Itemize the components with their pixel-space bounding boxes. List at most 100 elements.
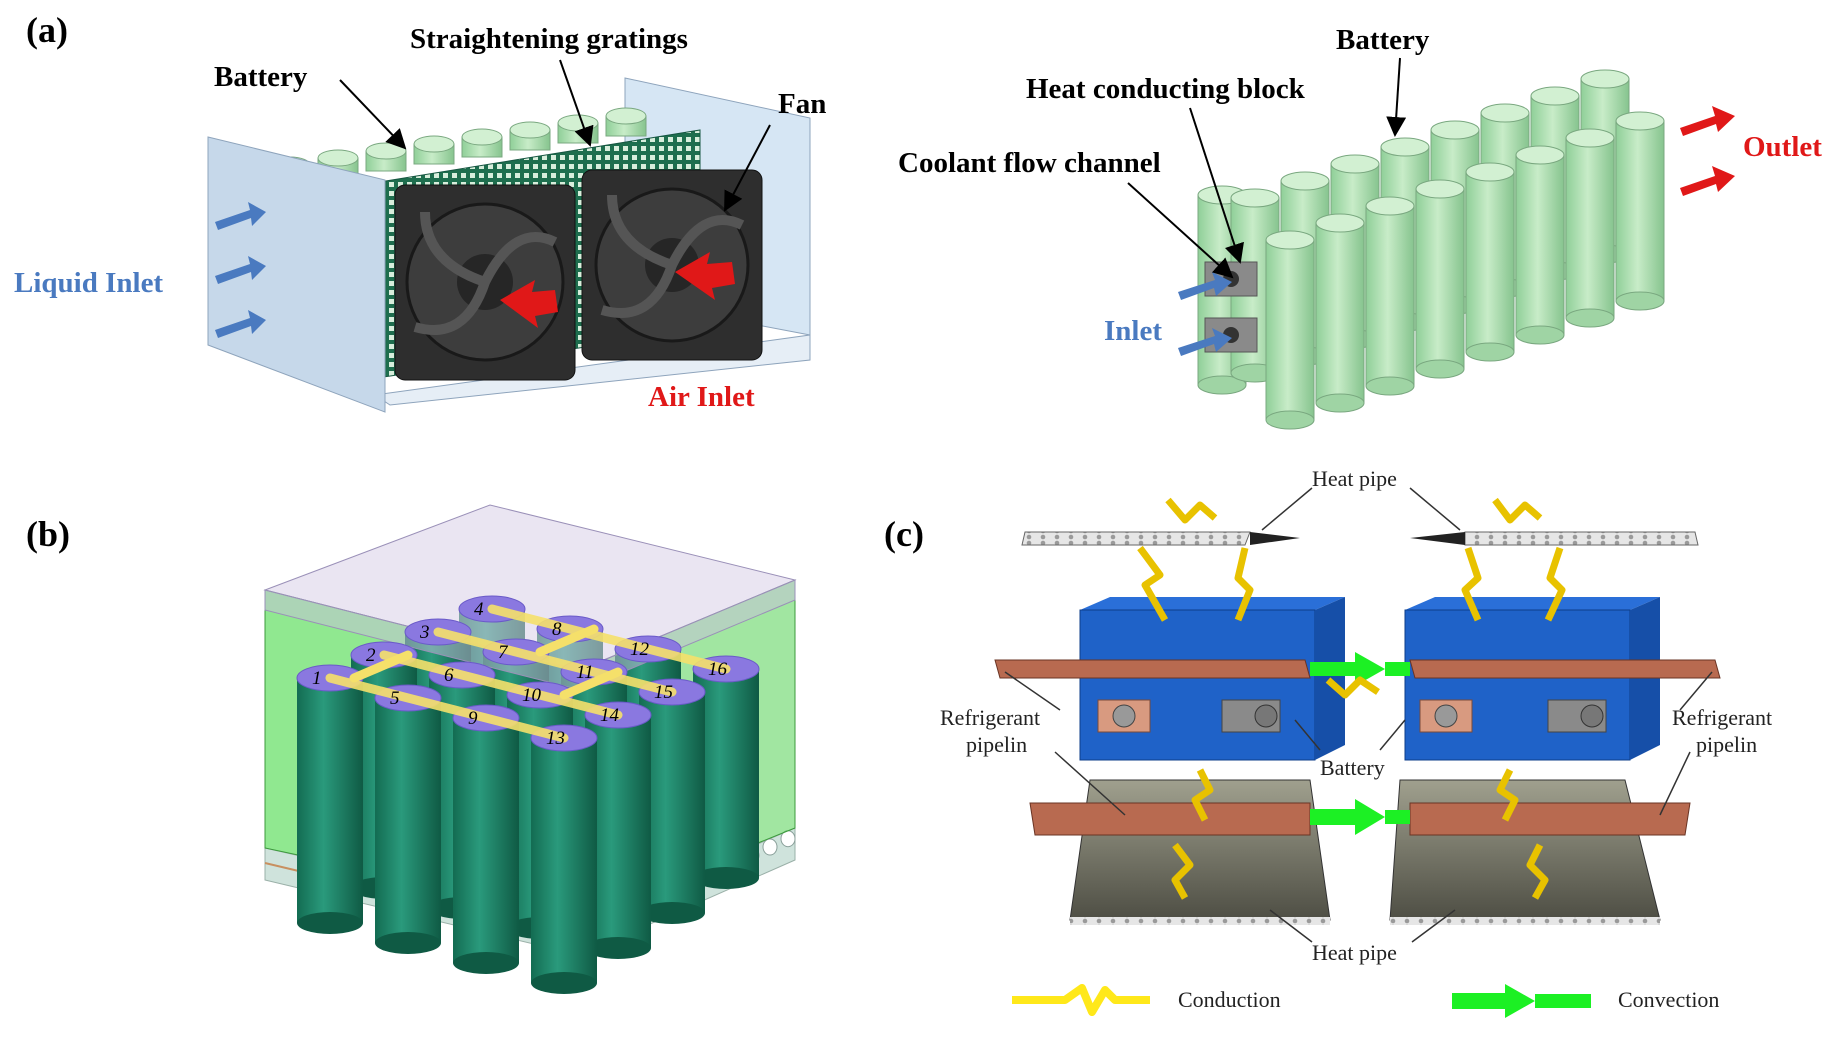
conduction-arrows	[1137, 497, 1566, 900]
battery-left	[1079, 609, 1316, 761]
legend: Conduction Convection	[1012, 984, 1719, 1018]
battery-cylinder	[1565, 128, 1615, 328]
battery-terminals	[1097, 699, 1607, 733]
cell-number: 13	[546, 728, 565, 749]
panel-c-leader-lines	[1004, 487, 1713, 943]
battery-cell	[531, 738, 597, 994]
label-air-inlet: Air Inlet	[648, 381, 755, 413]
label-fan: Fan	[778, 88, 826, 120]
fan-left	[394, 184, 576, 381]
cell-number: 12	[630, 639, 650, 660]
cell-number: 7	[498, 642, 509, 663]
cell-number: 11	[576, 662, 594, 683]
label-outlet: Outlet	[1743, 131, 1822, 163]
battery-cell	[453, 718, 519, 974]
battery-cylinder	[1265, 230, 1315, 430]
label-refrigerant-left-line2: pipelin	[966, 732, 1027, 757]
leader-line	[559, 59, 594, 147]
battery-cell	[509, 121, 551, 151]
cell-number: 14	[600, 705, 620, 726]
battery-cylinder-array	[1197, 69, 1665, 430]
battery-cylinder	[1465, 162, 1515, 362]
battery-cell	[461, 128, 503, 158]
heat-pipe-edge	[1070, 917, 1330, 925]
leader-line	[1127, 182, 1234, 279]
heat-pipe-top-right	[1464, 531, 1699, 546]
refrigerant-pipe-lower-left	[1029, 802, 1311, 836]
label-straightening-gratings: Straightening gratings	[410, 23, 688, 55]
convection-arrow	[1310, 799, 1385, 835]
battery-cylinder	[1365, 196, 1415, 396]
bus-bars	[325, 604, 731, 743]
legend-convection-label: Convection	[1618, 987, 1719, 1012]
battery-cell	[605, 107, 647, 137]
panel-a-liquid-cooling-diagram: Battery Heat conducting block Coolant fl…	[898, 24, 1822, 430]
label-battery: Battery	[1336, 24, 1430, 56]
cell-number: 1	[312, 668, 322, 689]
label-refrigerant-right-line1: Refrigerant	[1672, 705, 1772, 730]
cell-number: 15	[654, 682, 673, 703]
cell-number: 16	[708, 659, 728, 680]
convection-arrow-tail	[1385, 810, 1410, 824]
fan-right	[581, 169, 763, 361]
air-flow-arrow	[500, 280, 558, 328]
heat-pipe-edge	[1390, 917, 1660, 925]
battery-cell	[413, 135, 455, 165]
heat-pipe-tip	[1250, 532, 1300, 545]
cell-number: 9	[468, 708, 478, 729]
refrigerant-pipe-upper-left	[994, 659, 1311, 679]
convection-arrow-tail	[1385, 662, 1410, 676]
label-heat-pipe-top: Heat pipe	[1312, 466, 1397, 491]
label-coolant-flow-channel: Coolant flow channel	[898, 147, 1161, 179]
panel-a-air-cooling-diagram: (a) Batt	[14, 10, 826, 413]
leader-line	[339, 79, 407, 150]
cell-number: 3	[419, 622, 430, 643]
legend-convection-tail	[1535, 994, 1591, 1008]
panel-label-b: (b)	[26, 514, 70, 554]
label-inlet: Inlet	[1104, 315, 1162, 347]
panel-c-heat-pipe-diagram: (c)	[884, 466, 1772, 1018]
label-heat-pipe-bottom: Heat pipe	[1312, 940, 1397, 965]
battery-cylinder	[1315, 213, 1365, 413]
panel-label-a: (a)	[26, 10, 68, 50]
legend-convection-symbol	[1452, 984, 1535, 1018]
cell-number: 4	[474, 599, 484, 620]
battery-right	[1404, 609, 1631, 761]
leader-line	[1386, 57, 1407, 137]
refrigerant-pipe-lower-right	[1409, 802, 1691, 836]
battery-cell	[297, 678, 363, 934]
leader-line	[724, 124, 771, 212]
heat-pipe-tip	[1410, 532, 1465, 545]
cell-number: 8	[552, 619, 562, 640]
heat-pipe-top-left	[1021, 531, 1251, 546]
label-liquid-inlet: Liquid Inlet	[14, 267, 163, 299]
legend-conduction-label: Conduction	[1178, 987, 1281, 1012]
convection-arrow	[1310, 652, 1385, 686]
cell-number: 6	[444, 665, 454, 686]
battery-left-top	[1080, 597, 1345, 610]
label-battery: Battery	[1320, 755, 1385, 780]
cell-top-circles	[296, 595, 760, 752]
battery-cylinder	[1415, 179, 1465, 379]
battery-cylinder	[1515, 145, 1565, 345]
battery-cylinder	[1615, 111, 1665, 311]
cell-number: 5	[390, 688, 400, 709]
cell-number: 10	[522, 685, 542, 706]
label-refrigerant-left-line1: Refrigerant	[940, 705, 1040, 730]
panel-label-c: (c)	[884, 514, 924, 554]
coolant-inlet-arrows	[1178, 272, 1232, 356]
air-flow-arrow	[675, 252, 735, 300]
battery-right-top	[1405, 597, 1660, 610]
coolant-outlet-arrows	[1680, 106, 1735, 196]
cell-number: 2	[366, 645, 376, 666]
legend-conduction-symbol	[1012, 984, 1150, 1016]
label-battery: Battery	[214, 61, 308, 93]
label-refrigerant-right-line2: pipelin	[1696, 732, 1757, 757]
battery-cell	[557, 114, 599, 144]
battery-cell	[365, 142, 407, 172]
refrigerant-pipe-upper-right	[1409, 659, 1721, 679]
battery-cell	[375, 698, 441, 954]
